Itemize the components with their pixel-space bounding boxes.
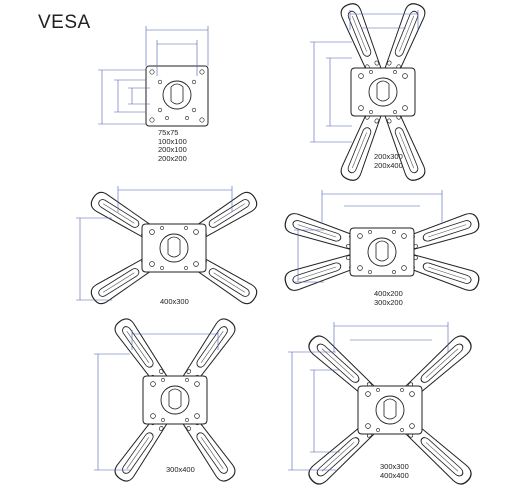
caption-line: 200x400	[374, 160, 403, 170]
caption-line: 200x200	[158, 153, 187, 163]
caption-fig-a: 75x75 100x100 200x100 200x200	[158, 128, 187, 163]
caption-fig-e: 300x400	[166, 465, 195, 475]
caption-line: 300x400	[166, 465, 195, 474]
caption-line: 300x200	[374, 297, 403, 307]
dimension-lines-c	[76, 186, 233, 301]
caption-line: 400x200	[374, 289, 403, 298]
caption-fig-f: 300x300 400x400	[380, 462, 409, 480]
dimension-lines-b	[310, 10, 419, 143]
dimension-lines-f	[288, 322, 449, 471]
page-title: VESA	[38, 12, 91, 33]
dimension-lines-e	[94, 330, 219, 471]
dimension-lines-d	[294, 190, 443, 283]
caption-fig-c: 400x300	[160, 297, 189, 307]
caption-line: 200x100	[158, 145, 187, 154]
caption-line: 300x300	[380, 462, 409, 471]
caption-line: 400x400	[380, 470, 409, 480]
caption-fig-d: 400x200 300x200	[374, 289, 403, 307]
mount-x-wide	[87, 188, 261, 308]
caption-fig-b: 200x300 200x400	[374, 152, 403, 170]
caption-line: 200x300	[374, 152, 403, 161]
caption-line: 400x300	[160, 297, 189, 306]
dimension-lines-small	[98, 26, 209, 125]
mount-x-300x400	[111, 315, 239, 485]
caption-line: 100x100	[158, 136, 187, 146]
mount-plate-small	[145, 65, 209, 127]
caption-line: 75x75	[158, 128, 179, 137]
mount-x-flat	[282, 210, 482, 294]
